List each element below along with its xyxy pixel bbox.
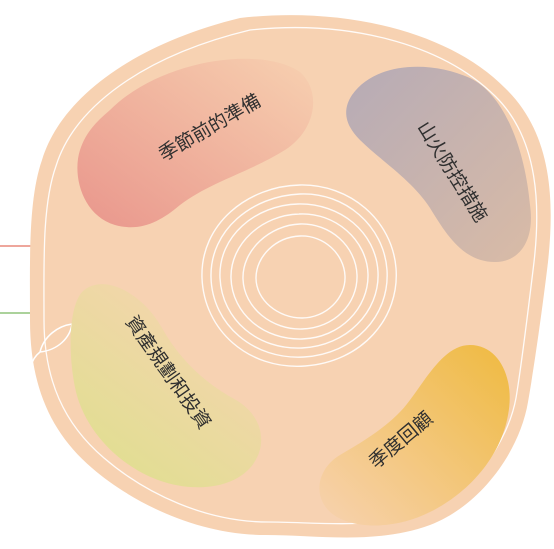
inner-outline: [43, 27, 538, 525]
segment-season-prep: [77, 58, 314, 228]
segment-asset-planning: [70, 284, 262, 488]
segment-fire-control: [346, 66, 531, 262]
center-rings: [201, 184, 397, 367]
segment-quarterly-review: [319, 345, 510, 526]
